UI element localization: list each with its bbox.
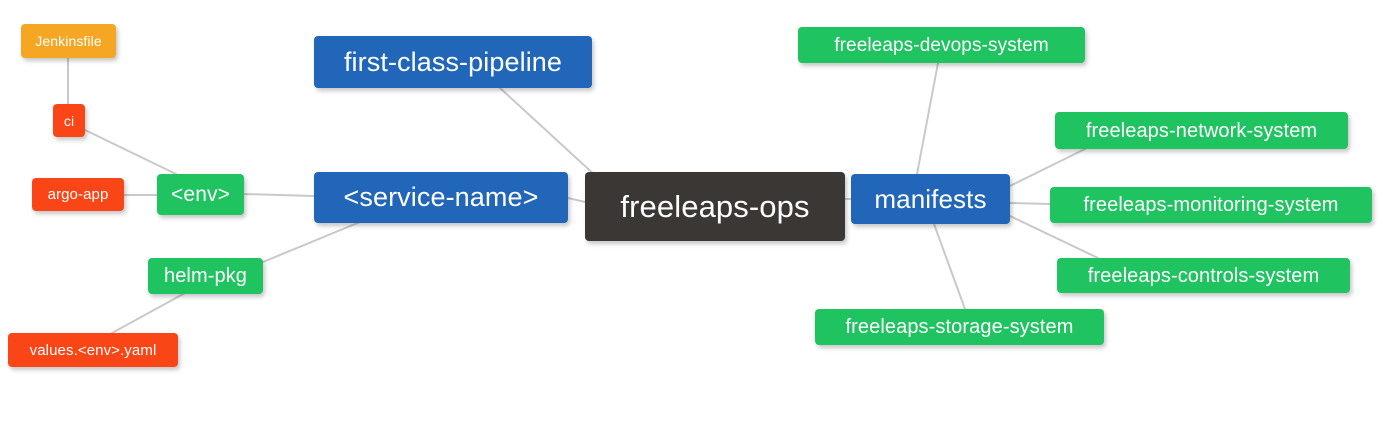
- node-label: argo-app: [47, 186, 109, 203]
- edge-service-name-to-helm-pkg: [262, 221, 361, 263]
- edge-root-to-service-name: [567, 197, 586, 203]
- node-storage-sys[interactable]: freeleaps-storage-system: [815, 309, 1104, 345]
- node-controls-sys[interactable]: freeleaps-controls-system: [1057, 258, 1350, 293]
- node-label: <service-name>: [343, 182, 539, 212]
- node-argo-app[interactable]: argo-app: [32, 178, 124, 211]
- node-monitoring-sys[interactable]: freeleaps-monitoring-system: [1050, 187, 1372, 223]
- node-helm-pkg[interactable]: helm-pkg: [148, 258, 263, 294]
- edge-service-name-to-env: [243, 193, 315, 197]
- node-root[interactable]: freeleaps-ops: [585, 172, 845, 241]
- node-manifests[interactable]: manifests: [851, 174, 1010, 224]
- node-ci[interactable]: ci: [53, 104, 85, 137]
- node-label: <env>: [171, 183, 230, 206]
- node-network-sys[interactable]: freeleaps-network-system: [1055, 112, 1348, 149]
- node-label: ci: [63, 112, 75, 129]
- node-label: freeleaps-ops: [620, 189, 810, 224]
- node-label: freeleaps-network-system: [1085, 119, 1318, 142]
- node-service-name[interactable]: <service-name>: [314, 172, 568, 223]
- node-label: manifests: [874, 184, 987, 214]
- edge-helm-pkg-to-values-yaml: [111, 292, 186, 334]
- edge-env-to-ci: [84, 129, 177, 175]
- node-label: freeleaps-storage-system: [845, 316, 1074, 338]
- node-label: Jenkinsfile: [35, 33, 102, 49]
- node-label: values.<env>.yaml: [29, 341, 157, 359]
- node-jenkinsfile[interactable]: Jenkinsfile: [21, 24, 116, 58]
- node-values-yaml[interactable]: values.<env>.yaml: [8, 333, 178, 367]
- node-pipeline[interactable]: first-class-pipeline: [314, 36, 592, 88]
- edge-root-to-pipeline: [499, 87, 599, 179]
- edge-manifests-to-storage-sys: [933, 223, 966, 310]
- node-env[interactable]: <env>: [157, 174, 244, 215]
- node-label: freeleaps-monitoring-system: [1083, 194, 1339, 216]
- edge-manifests-to-devops-sys: [916, 62, 939, 175]
- edge-manifests-to-monitoring-sys: [1009, 202, 1051, 205]
- node-label: helm-pkg: [163, 265, 248, 287]
- node-devops-sys[interactable]: freeleaps-devops-system: [798, 27, 1085, 63]
- node-label: first-class-pipeline: [343, 46, 563, 77]
- node-label: freeleaps-controls-system: [1087, 264, 1320, 287]
- node-label: freeleaps-devops-system: [834, 34, 1049, 56]
- edge-manifests-to-network-sys: [1009, 148, 1086, 187]
